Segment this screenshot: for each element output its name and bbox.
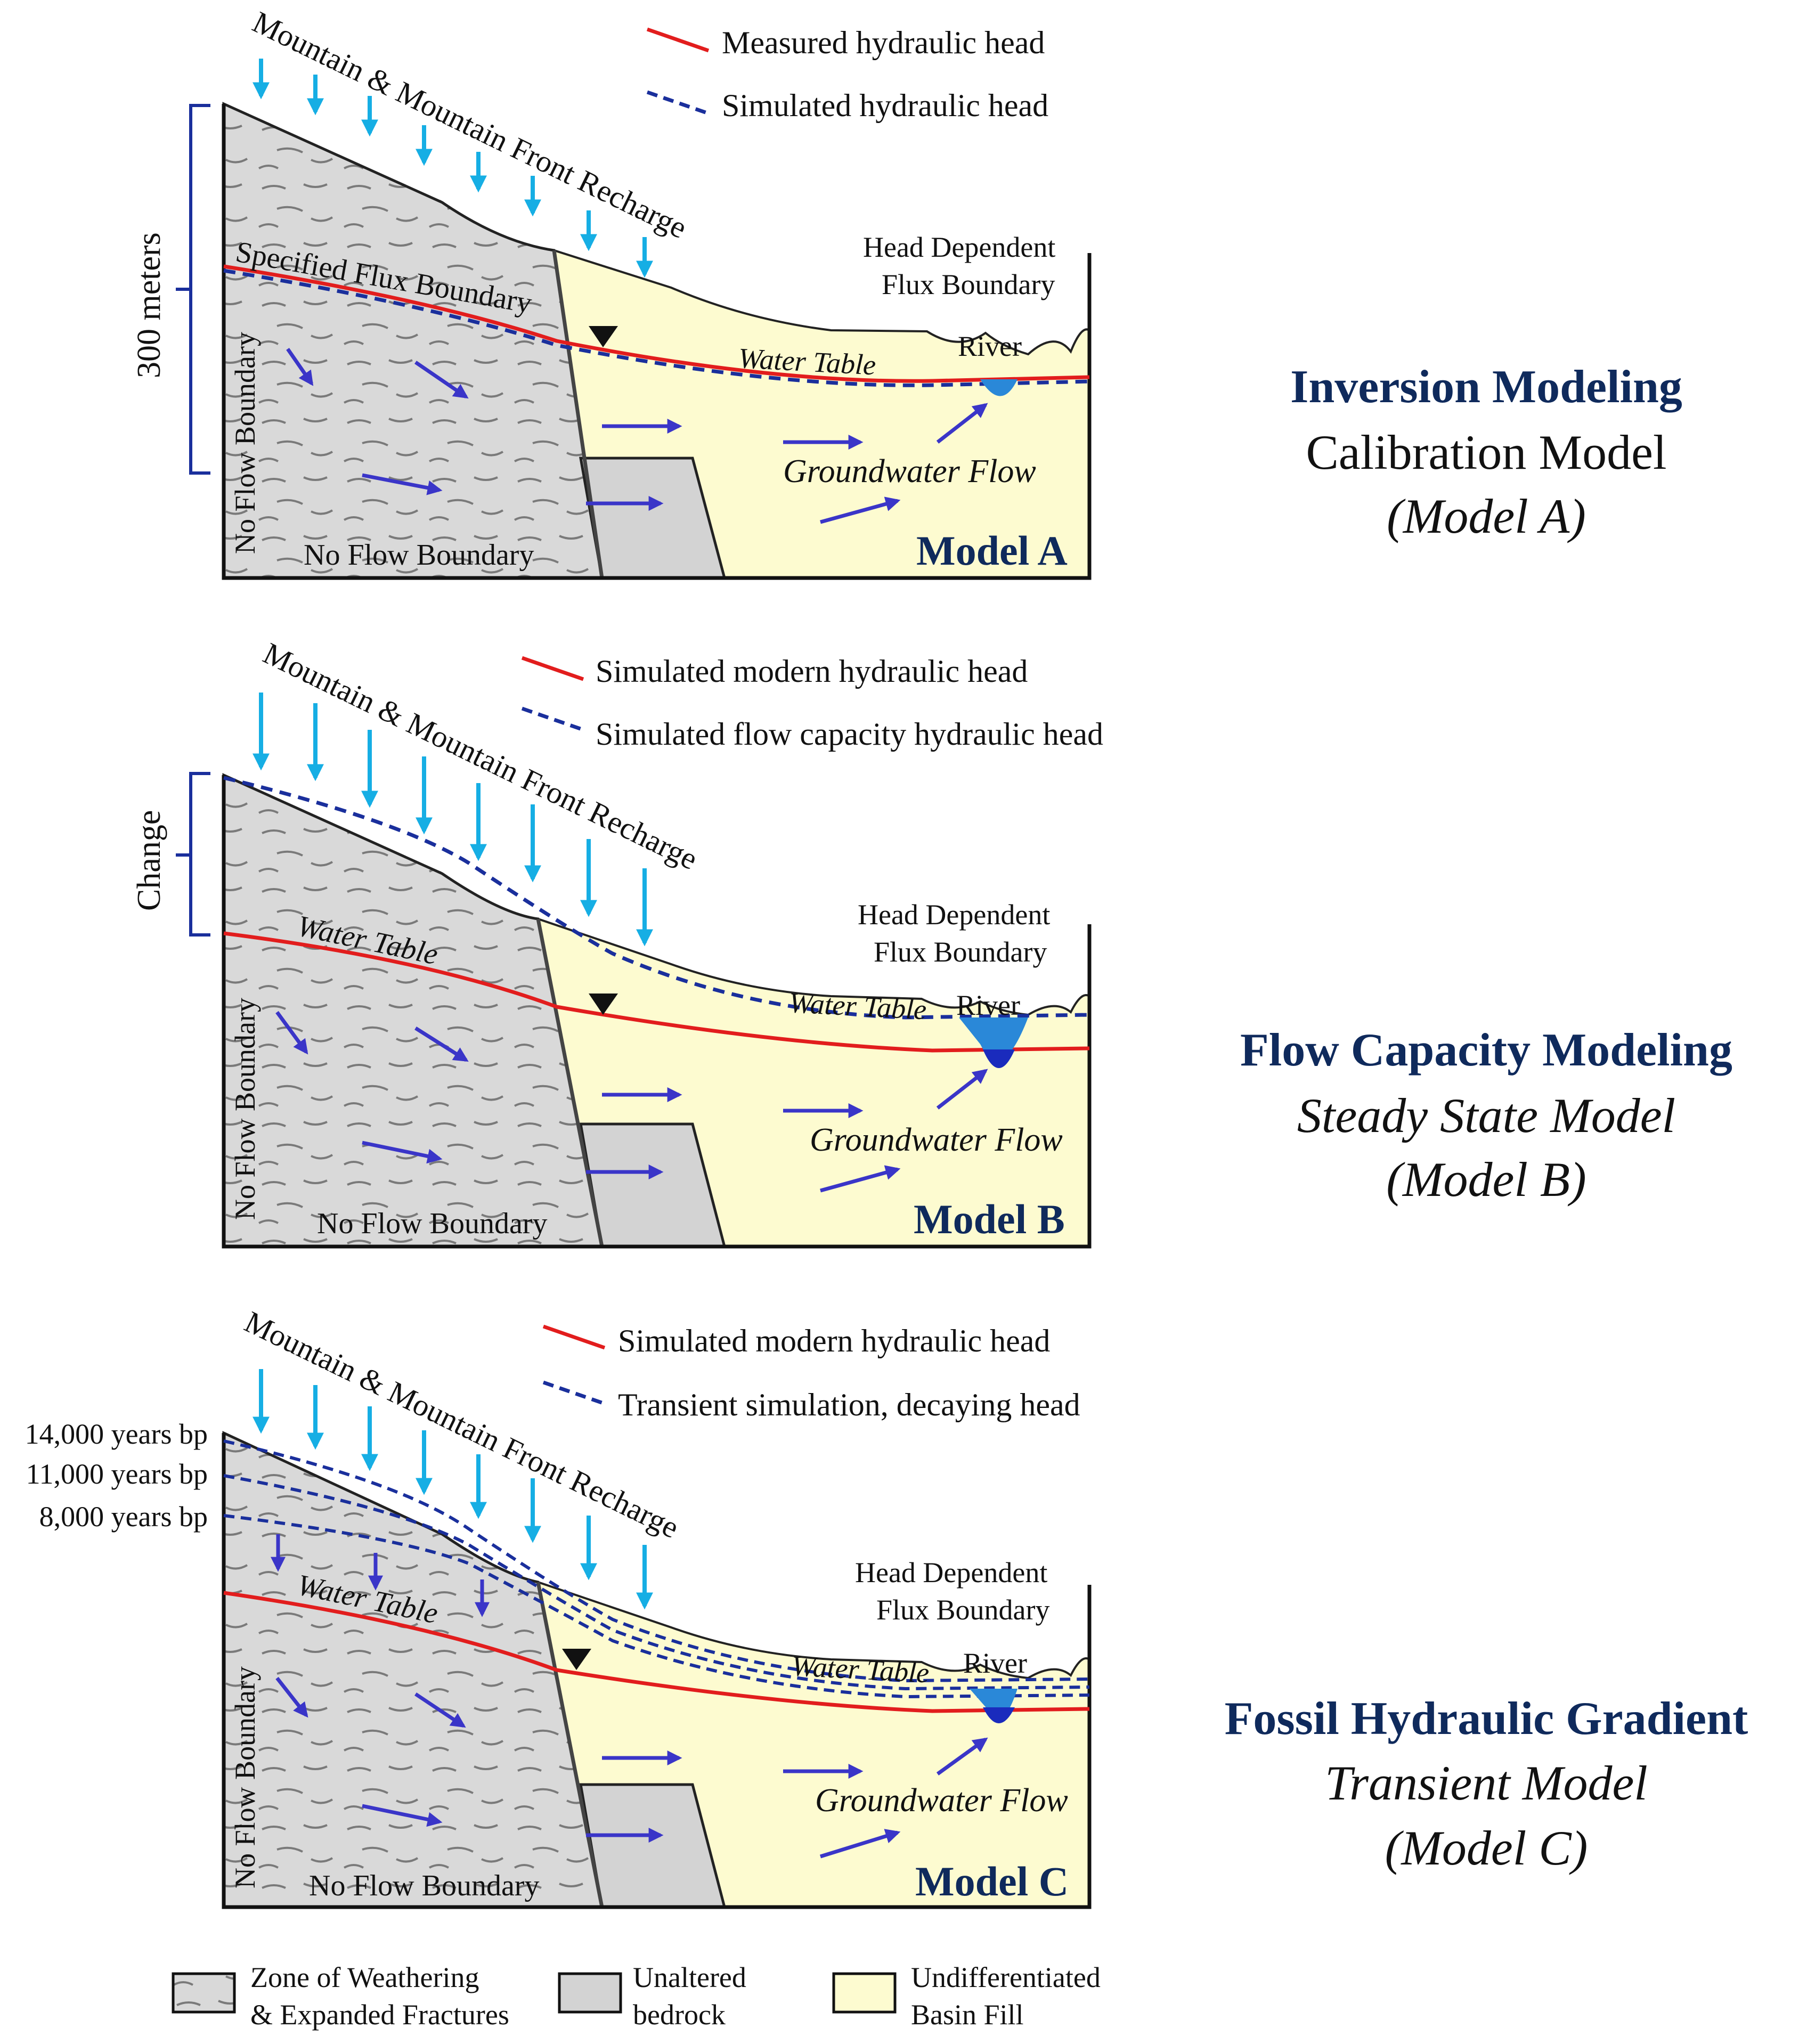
legend-label-2: Transient simulation, decaying head: [618, 1387, 1080, 1422]
recharge-arrows: [253, 1369, 653, 1610]
water-table-label: Water Table: [788, 987, 927, 1025]
time-label-14000: 14,000 years bp: [25, 1418, 208, 1450]
scale-label: 300 meters: [131, 232, 167, 378]
legend-swatch-weathering: [172, 1972, 236, 2014]
weathered-zone: [222, 773, 604, 1248]
heading-title: Inversion Modeling: [1290, 361, 1682, 413]
flow-arrows: [286, 348, 988, 524]
model-label: Model B: [914, 1196, 1065, 1242]
heading-title: Flow Capacity Modeling: [1240, 1024, 1732, 1076]
recharge-arrows: [253, 693, 653, 947]
no-flow-bottom-label: No Flow Boundary: [309, 1869, 539, 1902]
water-table-label: Water Table: [791, 1650, 930, 1689]
legend-label-1: Measured hydraulic head: [722, 25, 1045, 60]
legend-label-2: Simulated hydraulic head: [722, 88, 1048, 123]
legend-swatch-basin-fill: [832, 1972, 897, 2014]
scale-bracket: [176, 104, 210, 475]
heading-line2: Transient Model: [1325, 1756, 1648, 1810]
legend-label-2: Simulated flow capacity hydraulic head: [596, 716, 1103, 752]
water-table-label: Water Table: [737, 342, 876, 381]
no-flow-left-label: No Flow Boundary: [229, 998, 261, 1220]
change-bracket: [176, 772, 210, 937]
head-dependent-label-2: Flux Boundary: [882, 268, 1055, 300]
time-label-11000: 11,000 years bp: [26, 1458, 208, 1490]
no-flow-left-label: No Flow Boundary: [229, 1666, 261, 1888]
legend-basin-line1: Undifferentiated: [911, 1961, 1101, 1993]
head-dependent-label-1: Head Dependent: [863, 231, 1055, 263]
legend-basin-line2: Basin Fill: [911, 1999, 1024, 2031]
recharge-arrows: [253, 59, 653, 278]
heading-line3: (Model C): [1385, 1821, 1588, 1875]
legend-label-1: Simulated modern hydraulic head: [596, 654, 1028, 689]
groundwater-flow-label: Groundwater Flow: [815, 1782, 1068, 1819]
modern-head-line: [223, 1591, 1090, 1713]
legend-bedrock-line1: Unaltered: [633, 1961, 746, 1993]
river: [980, 379, 1017, 396]
weathered-zone: [222, 1431, 604, 1909]
no-flow-left-label: No Flow Boundary: [229, 332, 261, 554]
head-dependent-label-1: Head Dependent: [855, 1557, 1047, 1589]
groundwater-flow-label: Groundwater Flow: [810, 1122, 1063, 1158]
river-label: River: [956, 989, 1020, 1021]
decaying-head-lines: [223, 1439, 1090, 1699]
panel-model-a: Measured hydraulic head Simulated hydrau…: [131, 4, 1682, 580]
modern-head-line: [223, 931, 1090, 1053]
measured-head-line: [223, 264, 1090, 383]
legend-label-1: Simulated modern hydraulic head: [618, 1323, 1050, 1358]
water-table-marker: [589, 994, 618, 1015]
no-flow-bottom-label: No Flow Boundary: [317, 1207, 547, 1240]
flow-capacity-head-line: [223, 776, 1090, 1020]
river-label: River: [958, 330, 1022, 362]
heading-line3: (Model A): [1387, 489, 1586, 543]
weathered-zone: [222, 102, 604, 580]
river-label: River: [963, 1647, 1027, 1679]
head-dependent-label-2: Flux Boundary: [876, 1594, 1050, 1626]
legend-swatch-bedrock: [558, 1972, 622, 2014]
time-label-8000: 8,000 years bp: [39, 1501, 208, 1533]
no-flow-bottom-label: No Flow Boundary: [304, 539, 534, 572]
water-table-marker: [562, 1649, 591, 1670]
legend-weathering-line2: & Expanded Fractures: [250, 1999, 509, 2031]
flow-arrows: [275, 1011, 988, 1193]
material-legend: Zone of Weathering & Expanded Fractures …: [172, 1961, 1101, 2031]
simulated-head-line: [223, 268, 1090, 387]
heading-line2: Steady State Model: [1297, 1088, 1675, 1143]
heading-line2: Calibration Model: [1306, 425, 1666, 479]
change-label: Change: [131, 810, 167, 911]
panel-model-c: Simulated modern hydraulic head Transien…: [25, 1304, 1748, 1909]
flow-arrows: [271, 1534, 988, 1859]
model-label: Model A: [916, 527, 1068, 574]
head-dependent-label-2: Flux Boundary: [874, 936, 1047, 968]
heading-title: Fossil Hydraulic Gradient: [1225, 1693, 1748, 1745]
head-dependent-label-1: Head Dependent: [858, 899, 1050, 931]
panel-model-b: Simulated modern hydraulic head Simulate…: [131, 636, 1732, 1249]
heading-line3: (Model B): [1386, 1152, 1586, 1207]
model-label: Model C: [915, 1858, 1069, 1904]
legend-weathering-line1: Zone of Weathering: [250, 1961, 479, 1993]
legend-bedrock-line2: bedrock: [633, 1999, 726, 2031]
water-table-marker: [589, 326, 618, 347]
groundwater-flow-label: Groundwater Flow: [783, 453, 1036, 490]
